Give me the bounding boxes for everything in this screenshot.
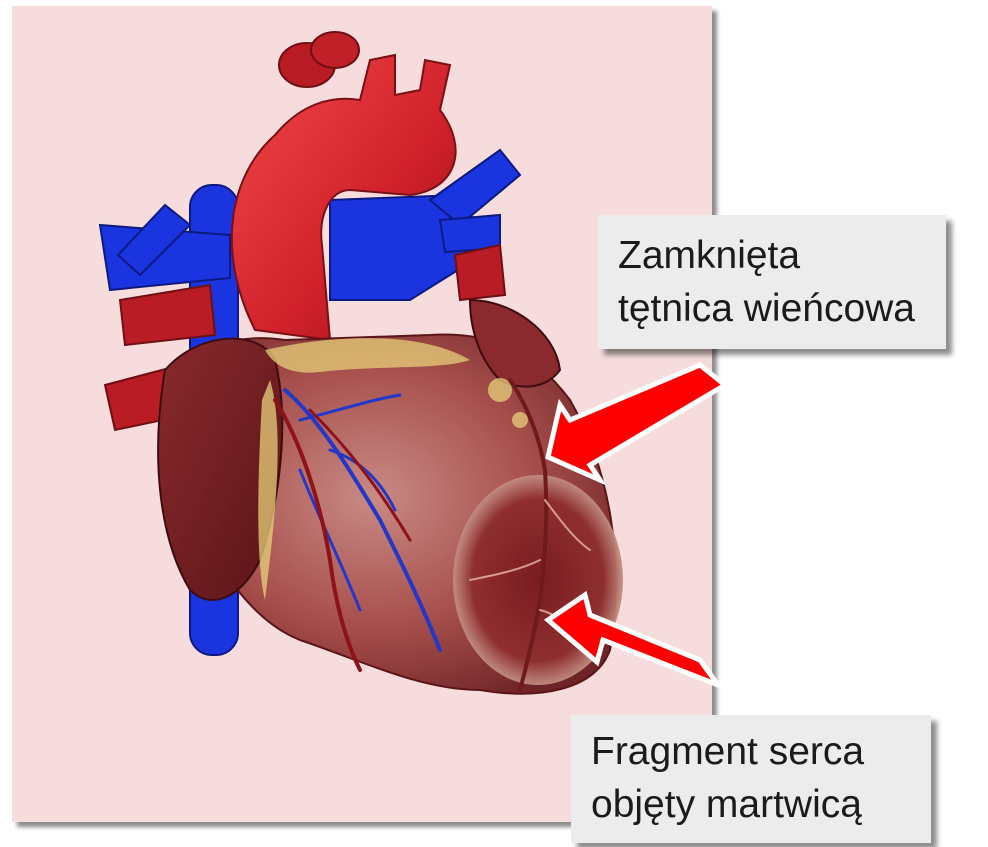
label-necrotic-heart-fragment: Fragment serca objęty martwicą — [571, 715, 931, 843]
label-top-line1: Zamknięta — [618, 229, 932, 282]
label-closed-coronary-artery: Zamknięta tętnica wieńcowa — [598, 215, 946, 349]
label-bottom-line2: objęty martwicą — [591, 778, 917, 831]
label-top-line2: tętnica wieńcowa — [618, 282, 932, 335]
label-bottom-line1: Fragment serca — [591, 725, 917, 778]
arrow-to-artery — [548, 365, 725, 480]
